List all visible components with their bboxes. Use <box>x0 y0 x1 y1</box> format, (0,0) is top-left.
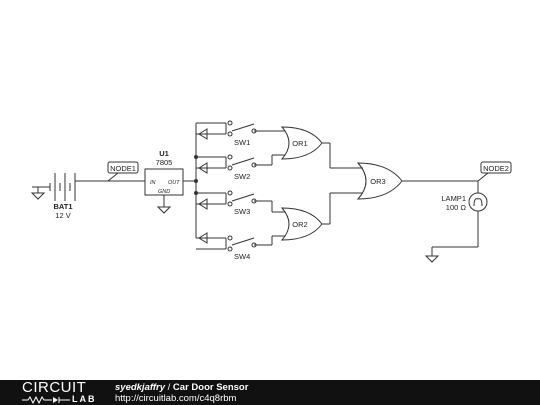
battery-name: BAT1 <box>53 202 72 211</box>
node2-label: NODE2 <box>483 164 509 173</box>
footer-url[interactable]: http://circuitlab.com/c4q8rbm <box>115 393 237 404</box>
node2-label-box <box>480 161 512 174</box>
switch-row-4 <box>196 232 285 252</box>
switch-label-3: SW3 <box>234 207 250 216</box>
lamp-value: 100 Ω <box>446 203 467 212</box>
switch-label-2: SW2 <box>234 172 250 181</box>
junction-dot <box>194 179 198 183</box>
battery-ground-symbol <box>30 192 46 200</box>
lamp-filament <box>473 198 483 207</box>
or3-gate <box>356 162 403 200</box>
footer-bar: CIRCUIT LAB syedkjaffry / Car Door Senso… <box>0 380 540 405</box>
node1-flag-pole <box>107 172 119 182</box>
gate-label-or3: OR3 <box>370 177 385 186</box>
switch-row-3 <box>196 190 285 213</box>
footer-title: Car Door Sensor <box>172 382 249 393</box>
junction-dot <box>194 191 198 195</box>
node1-label-box <box>107 161 139 174</box>
gate-label-or1: OR1 <box>292 139 307 148</box>
switch-row-1 <box>196 120 285 140</box>
gate-label-or2: OR2 <box>292 220 307 229</box>
regulator-pin-gnd: GND <box>158 189 170 195</box>
lamp-ground-symbol <box>424 255 440 263</box>
regulator-pin-in: IN <box>150 180 156 186</box>
switch-row-2 <box>196 154 285 174</box>
logo-text-circuit: CIRCUIT <box>22 379 87 396</box>
regulator-ground-symbol <box>156 206 172 214</box>
junction-dot <box>194 155 198 159</box>
footer-author[interactable]: syedkjaffry <box>115 382 165 393</box>
footer-separator: / <box>167 382 171 393</box>
regulator-part: 7805 <box>156 158 173 167</box>
node1-label: NODE1 <box>110 164 136 173</box>
lamp-body <box>468 192 488 212</box>
switch-label-1: SW1 <box>234 138 250 147</box>
switch-label-4: SW4 <box>234 252 250 261</box>
circuitlab-logo[interactable]: CIRCUIT LAB <box>22 379 95 404</box>
logo-text-lab: LAB <box>72 394 97 404</box>
schematic-canvas: NODE1 NODE2 BAT1 12 V U1 7805 IN OUT GND… <box>30 120 512 263</box>
regulator-pin-out: OUT <box>168 180 180 186</box>
or1-gate <box>280 126 323 160</box>
logo-resistor-icon <box>22 396 70 404</box>
regulator-name: U1 <box>159 149 169 158</box>
or2-gate <box>280 207 323 241</box>
lamp-name: LAMP1 <box>441 194 466 203</box>
node2-flag-pole <box>477 172 489 182</box>
battery-value: 12 V <box>55 211 70 220</box>
footer-author-title: syedkjaffry / Car Door Sensor <box>115 382 248 393</box>
